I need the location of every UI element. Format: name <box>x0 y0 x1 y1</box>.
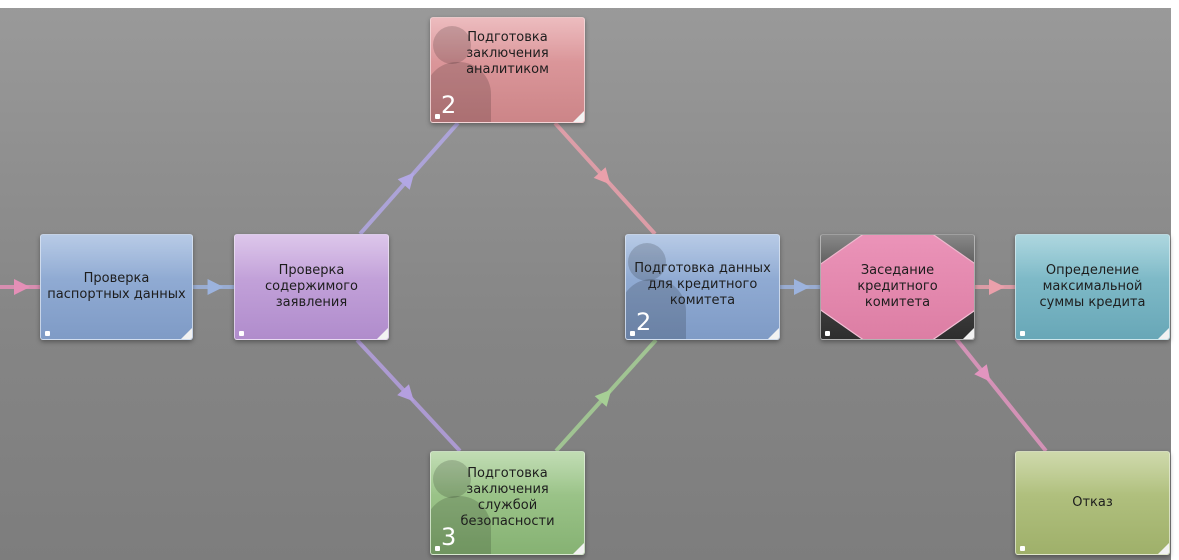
node-committee-data-label: Подготовка данных для кредитного комитет… <box>634 261 771 308</box>
connector-analyst-to-committee_data[interactable] <box>553 121 657 236</box>
node-refusal[interactable]: Отказ <box>1015 451 1170 555</box>
connector-meeting-to-max_amount[interactable] <box>975 279 1015 295</box>
arrowhead-icon <box>397 172 415 190</box>
node-marker-icon <box>45 331 50 336</box>
node-content-check-label: Проверка содержимого заявления <box>264 263 359 310</box>
node-refusal-label: Отказ <box>1072 495 1113 510</box>
connector-content-to-analyst[interactable] <box>358 121 460 236</box>
connector-security-to-committee_data[interactable] <box>554 338 658 453</box>
connector-passport-to-content[interactable] <box>193 279 234 295</box>
node-marker-icon <box>825 331 830 336</box>
node-max-credit-amount[interactable]: Определение максимальной суммы кредита <box>1015 234 1170 340</box>
arrowhead-icon <box>14 279 30 295</box>
node-committee-data[interactable]: Подготовка данных для кредитного комитет… <box>625 234 780 340</box>
node-security-conclusion-label: Подготовка заключения службой безопаснос… <box>460 466 555 529</box>
page-fold-icon <box>573 543 584 554</box>
node-analyst-count: 2 <box>441 91 457 119</box>
node-content-check[interactable]: Проверка содержимого заявления <box>234 234 389 340</box>
node-marker-icon <box>435 114 440 119</box>
page-fold-icon <box>1158 543 1169 554</box>
page-fold-icon <box>573 111 584 122</box>
node-analyst-conclusion[interactable]: Подготовка заключения аналитиком 2 <box>430 17 585 123</box>
arrowhead-icon <box>397 384 414 402</box>
node-marker-icon <box>1020 331 1025 336</box>
node-passport-check-label: Проверка паспортных данных <box>47 271 186 302</box>
node-security-count: 3 <box>441 523 457 551</box>
arrowhead-icon <box>974 364 991 382</box>
node-max-credit-amount-label: Определение максимальной суммы кредита <box>1039 263 1146 310</box>
arrowhead-icon <box>594 389 612 407</box>
page-fold-icon <box>768 328 779 339</box>
node-marker-icon <box>435 546 440 551</box>
node-marker-icon <box>630 331 635 336</box>
connector-entry-to-passport[interactable] <box>0 279 40 295</box>
connector-content-to-security[interactable] <box>355 338 462 453</box>
page-fold-icon <box>963 328 974 339</box>
node-passport-check[interactable]: Проверка паспортных данных <box>40 234 193 340</box>
node-committee-data-count: 2 <box>636 308 652 336</box>
node-analyst-conclusion-label: Подготовка заключения аналитиком <box>466 30 549 77</box>
arrowhead-icon <box>593 167 611 185</box>
node-marker-icon <box>239 331 244 336</box>
arrowhead-icon <box>794 279 810 295</box>
node-credit-committee-meeting-label: Заседание кредитного комитета <box>857 263 938 310</box>
node-credit-committee-meeting[interactable]: Заседание кредитного комитета <box>820 234 975 340</box>
node-security-conclusion[interactable]: Подготовка заключения службой безопаснос… <box>430 451 585 555</box>
arrowhead-icon <box>989 279 1005 295</box>
node-marker-icon <box>1020 546 1025 551</box>
page-fold-icon <box>377 328 388 339</box>
arrowhead-icon <box>207 279 224 295</box>
page-fold-icon <box>181 328 192 339</box>
connector-committee_data-to-meeting[interactable] <box>780 279 820 295</box>
page-fold-icon <box>1158 328 1169 339</box>
